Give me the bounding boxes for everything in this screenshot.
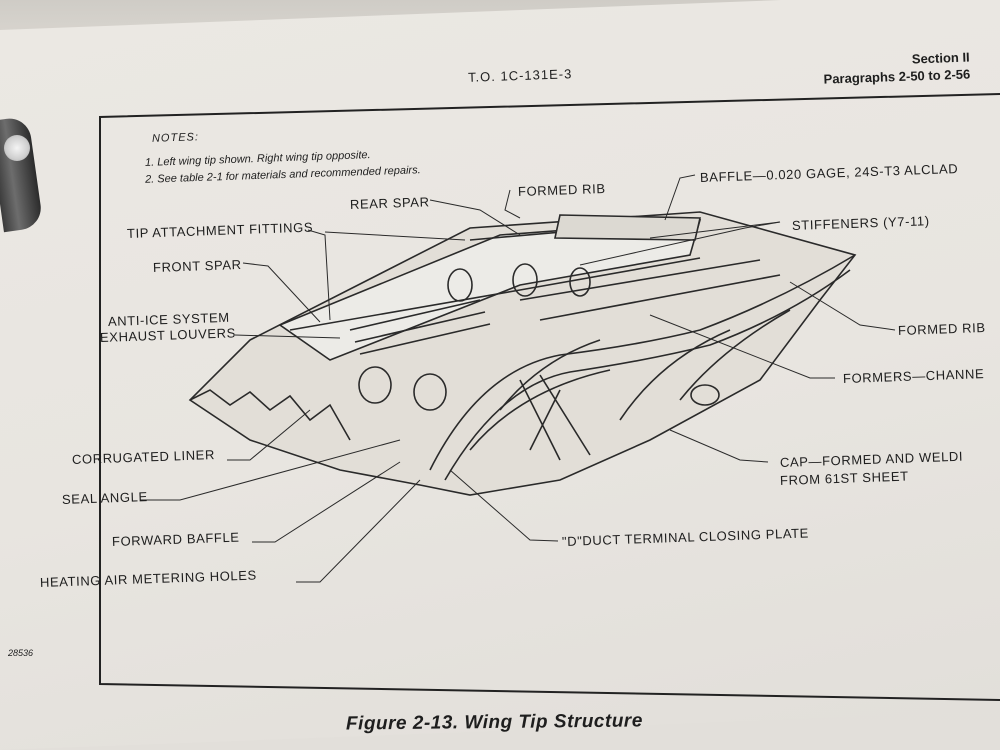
binder-hole bbox=[4, 135, 30, 161]
callout-formed-rib-right: FORMED RIB bbox=[897, 319, 986, 338]
figure-border bbox=[99, 93, 1000, 701]
top-panel bbox=[278, 219, 702, 361]
louver-lines bbox=[349, 299, 491, 355]
callout-seal-angle: SEAL ANGLE bbox=[61, 489, 148, 507]
stiffener-1 bbox=[519, 259, 761, 301]
lightening-hole-3 bbox=[447, 268, 473, 302]
leader-cap bbox=[669, 429, 769, 463]
leading-edge-cap bbox=[429, 254, 856, 471]
leader-front-spar bbox=[242, 262, 321, 323]
leader-formed-rib-right bbox=[789, 281, 896, 331]
figure-number: 28536 bbox=[8, 648, 34, 658]
front-spar-line bbox=[289, 257, 701, 331]
leader-anti-ice bbox=[234, 334, 341, 339]
leader-seal-angle bbox=[140, 439, 401, 501]
leader-tip-fittings-a bbox=[307, 229, 331, 321]
leader-formers bbox=[649, 314, 835, 379]
callout-front-spar: FRONT SPAR bbox=[152, 256, 242, 275]
leader-heating-air bbox=[296, 479, 421, 583]
leader-forward-baffle bbox=[252, 461, 401, 543]
callout-formed-rib-top: FORMED RIB bbox=[517, 180, 606, 199]
former-4 bbox=[679, 309, 791, 401]
stiffener-2 bbox=[539, 274, 781, 321]
leader-d-duct bbox=[449, 469, 559, 542]
former-3 bbox=[619, 329, 731, 421]
outer-skin-outline bbox=[188, 211, 857, 496]
leader-lines bbox=[140, 174, 896, 583]
lightening-hole-2 bbox=[413, 373, 447, 411]
ribs-diagonal bbox=[519, 374, 591, 461]
former-1 bbox=[499, 339, 601, 411]
lightening-hole-4 bbox=[512, 263, 538, 297]
wing-tip-structure bbox=[188, 211, 857, 496]
leader-corrugated bbox=[227, 409, 311, 461]
lightening-hole-1 bbox=[358, 366, 392, 404]
callout-rear-spar: REAR SPAR bbox=[349, 194, 430, 212]
duct-terminal bbox=[690, 384, 720, 406]
cap-inner bbox=[444, 269, 851, 481]
baffle-panel bbox=[554, 214, 701, 241]
corrugated-liner bbox=[189, 389, 351, 441]
leader-formed-rib-top bbox=[504, 189, 521, 219]
leader-stiffeners-a bbox=[649, 221, 781, 239]
leader-baffle bbox=[664, 174, 696, 221]
leader-rear-spar bbox=[429, 199, 521, 236]
figure-caption: Figure 2-13. Wing Tip Structure bbox=[345, 710, 643, 735]
notes-title: NOTES: bbox=[151, 131, 200, 145]
leader-tip-fittings-b bbox=[324, 231, 466, 241]
lightening-hole-5 bbox=[569, 267, 591, 297]
leader-stiffeners-b bbox=[579, 221, 781, 266]
